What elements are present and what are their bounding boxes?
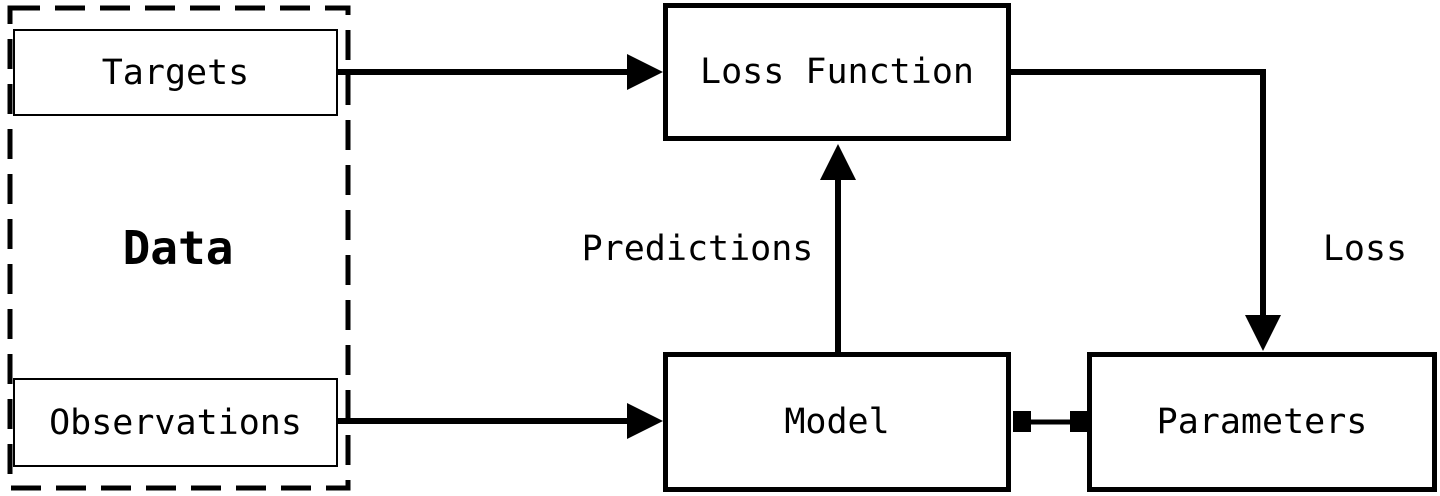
data-group-border [7,5,351,491]
node-observations-label: Observations [49,402,302,443]
node-observations: Observations [13,378,338,467]
arrow-loss-function-to-parameters [1011,69,1281,351]
node-targets: Targets [13,29,338,116]
arrow-observations-to-model [338,403,663,439]
node-parameters: Parameters [1087,352,1437,492]
connector-model-parameters [1013,411,1088,432]
edge-label-predictions: Predictions [581,229,814,269]
arrow-targets-to-loss-function [338,54,663,90]
data-group-label: Data [122,221,234,275]
arrow-model-to-loss-function [820,144,856,352]
node-targets-label: Targets [101,52,250,93]
node-model-label: Model [784,402,890,442]
node-parameters-label: Parameters [1156,402,1368,442]
node-loss-function-label: Loss Function [700,52,974,92]
node-model: Model [663,352,1011,492]
node-loss-function: Loss Function [663,3,1011,141]
edge-label-loss: Loss [1322,229,1408,269]
